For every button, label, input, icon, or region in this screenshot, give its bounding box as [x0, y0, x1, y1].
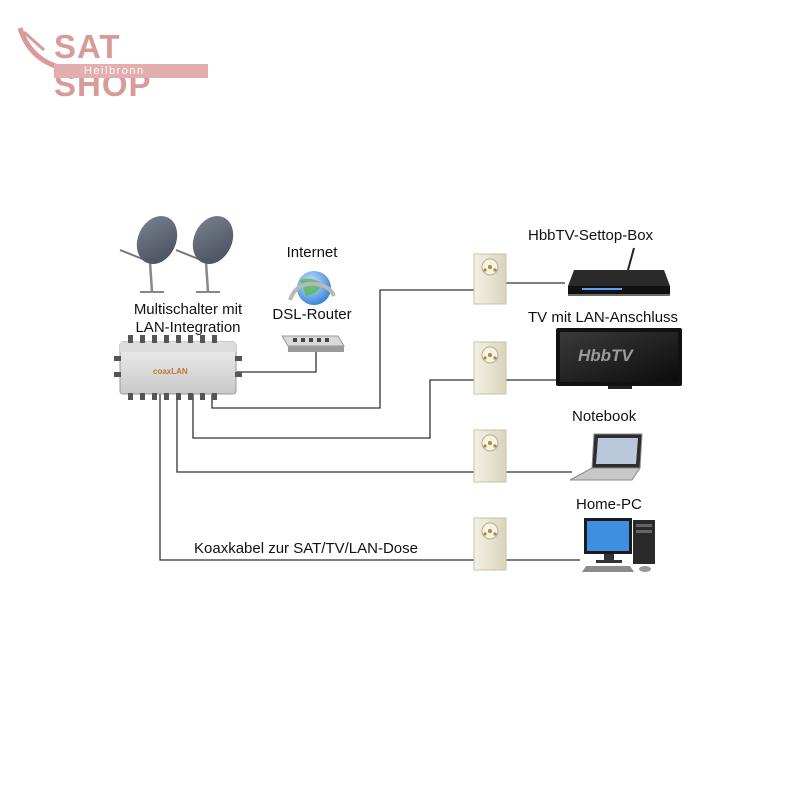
router-label: DSL-Router [272, 306, 352, 323]
satellite-dish-icon-1 [119, 215, 178, 293]
device-label-settop-box: HbbTV-Settop-Box [528, 227, 654, 244]
device-label-home-pc: Home-PC [576, 496, 642, 513]
device-label-tv: TV mit LAN-Anschluss [528, 309, 679, 326]
tv-device [556, 328, 682, 389]
wall-socket-2 [473, 341, 507, 395]
wall-socket-1 [473, 253, 507, 305]
sat-shop-logo: SAT SHOP Heilbronn [14, 14, 214, 103]
wall-socket-4 [473, 517, 507, 571]
notebook-link-line [176, 392, 474, 473]
internet-label: Internet [286, 244, 338, 261]
logo-subtitle-bar [54, 64, 208, 78]
device-label-notebook: Notebook [572, 408, 637, 425]
multiswitch-label-line1: Multischalter mit [133, 301, 243, 318]
settop-box-device [568, 247, 670, 296]
tv-link-line [192, 379, 474, 439]
satellite-dish-icon-2 [175, 215, 234, 293]
router-device [281, 335, 345, 352]
notebook-device [569, 433, 643, 481]
tv-screen-text: HbbTV [578, 346, 633, 365]
stb-link-line [211, 289, 474, 409]
multiswitch-label-line2: LAN-Integration [135, 319, 241, 336]
home-pc-device [582, 518, 655, 572]
wall-socket-3 [473, 429, 507, 483]
globe-icon [288, 271, 336, 305]
coax-cable-label: Koaxkabel zur SAT/TV/LAN-Dose [194, 540, 418, 557]
pc-link-line [159, 392, 474, 561]
router-link-line [234, 345, 317, 373]
logo-subtitle: Heilbronn [84, 65, 145, 77]
connection-lines [159, 282, 580, 561]
multiswitch-brand: coaxLAN [153, 367, 188, 376]
multiswitch-device [114, 335, 242, 400]
